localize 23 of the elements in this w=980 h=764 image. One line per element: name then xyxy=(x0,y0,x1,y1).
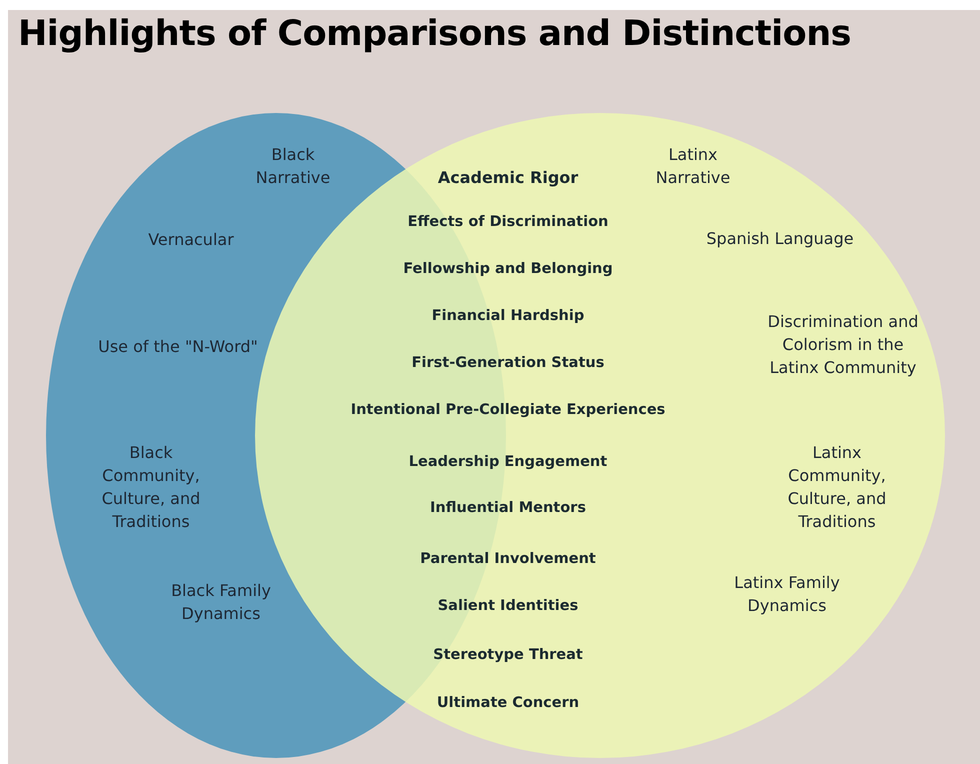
overlap-label: Leadership Engagement xyxy=(408,454,608,470)
overlap-label: Stereotype Threat xyxy=(433,647,583,663)
circle-label: Latinx Narrative xyxy=(654,144,732,189)
circle-label: Use of the "N-Word" xyxy=(97,336,259,358)
circle-label: Discrimination and Colorism in the Latinx Community xyxy=(766,311,920,379)
overlap-label: Influential Mentors xyxy=(430,500,586,516)
circle-label: Black Narrative xyxy=(254,144,332,189)
circle-label: Black Community, Culture, and Traditions xyxy=(100,442,202,533)
overlap-label: Academic Rigor xyxy=(438,168,578,187)
overlap-label: Intentional Pre-Collegiate Experiences xyxy=(350,402,666,418)
circle-label: Latinx Family Dynamics xyxy=(733,572,841,617)
circle-label: Latinx Community, Culture, and Traditions xyxy=(786,442,888,533)
title: Highlights of Comparisons and Distinctions xyxy=(18,14,851,54)
circle-label: Spanish Language xyxy=(705,228,855,250)
overlap-label: Ultimate Concern xyxy=(436,695,580,711)
circle-label: Black Family Dynamics xyxy=(170,580,272,625)
overlap-label: First-Generation Status xyxy=(412,355,604,371)
overlap-label: Effects of Discrimination xyxy=(408,214,608,230)
circle-label: Vernacular xyxy=(147,229,235,251)
overlap-label: Salient Identities xyxy=(438,598,578,614)
overlap-label: Parental Involvement xyxy=(420,551,596,567)
overlap-label: Financial Hardship xyxy=(432,308,584,324)
overlap-label: Fellowship and Belonging xyxy=(403,261,613,277)
